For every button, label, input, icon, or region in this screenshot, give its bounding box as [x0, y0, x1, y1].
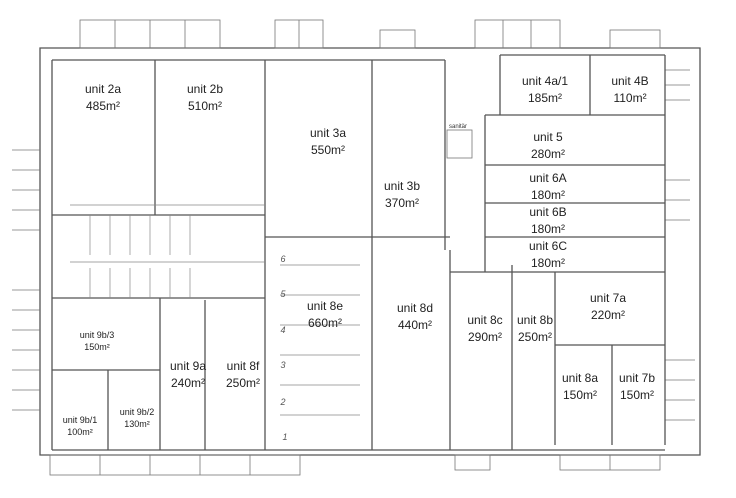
unit-area: 100m² [67, 427, 93, 437]
bay-number: 4 [280, 325, 285, 335]
unit-name: unit 6B [529, 205, 566, 219]
unit-area: 150m² [563, 388, 597, 402]
unit-area: 240m² [171, 376, 205, 390]
unit-area: 220m² [591, 308, 625, 322]
unit-name: unit 6C [529, 239, 567, 253]
sanitary-room [446, 129, 473, 159]
unit-area: 130m² [124, 419, 150, 429]
unit-name: unit 5 [533, 130, 563, 144]
unit-name: unit 2b [187, 82, 223, 96]
unit-name: unit 2a [85, 82, 121, 96]
unit-name: unit 9a [170, 359, 206, 373]
unit-area: 180m² [531, 256, 565, 270]
unit-name: unit 3a [310, 126, 346, 140]
unit-name: unit 8d [397, 301, 433, 315]
bay-number: 3 [280, 360, 285, 370]
side-parking [12, 69, 695, 421]
unit-name: unit 7b [619, 371, 655, 385]
unit-area: 550m² [311, 143, 345, 157]
unit-area: 185m² [528, 91, 562, 105]
unit-name: unit 9b/2 [120, 407, 155, 417]
unit-area: 485m² [86, 99, 120, 113]
unit-area: 150m² [84, 342, 110, 352]
unit-name: unit 8e [307, 299, 343, 313]
exterior-bays [49, 19, 661, 476]
unit-labels: unit 2a 485m² unit 2b 510m² unit 3a 550m² unit… [63, 74, 656, 437]
unit-name: unit 8b [517, 313, 553, 327]
parking-bays [70, 204, 360, 416]
unit-name: unit 9b/3 [80, 330, 115, 340]
unit-area: 510m² [188, 99, 222, 113]
unit-area: 150m² [620, 388, 654, 402]
unit-area: 250m² [518, 330, 552, 344]
unit-area: 180m² [531, 188, 565, 202]
unit-name: unit 8c [467, 313, 502, 327]
unit-name: unit 9b/1 [63, 415, 98, 425]
building-outline [39, 47, 701, 456]
sanitary-label: sanitär [449, 124, 467, 130]
bay-number: 6 [280, 254, 285, 264]
unit-area: 370m² [385, 196, 419, 210]
unit-name: unit 4a/1 [522, 74, 568, 88]
unit-area: 250m² [226, 376, 260, 390]
unit-name: unit 8f [227, 359, 260, 373]
unit-area: 180m² [531, 222, 565, 236]
unit-area: 660m² [308, 316, 342, 330]
bay-number: 5 [280, 289, 286, 299]
bay-number: 2 [279, 397, 285, 407]
bay-number: 1 [282, 432, 287, 442]
interior-walls [51, 54, 666, 451]
unit-name: unit 4B [611, 74, 648, 88]
unit-name: unit 8a [562, 371, 598, 385]
unit-name: unit 6A [529, 171, 566, 185]
unit-area: 290m² [468, 330, 502, 344]
unit-area: 440m² [398, 318, 432, 332]
unit-area: 110m² [613, 91, 646, 105]
unit-name: unit 7a [590, 291, 626, 305]
unit-area: 280m² [531, 147, 565, 161]
unit-name: unit 3b [384, 179, 420, 193]
